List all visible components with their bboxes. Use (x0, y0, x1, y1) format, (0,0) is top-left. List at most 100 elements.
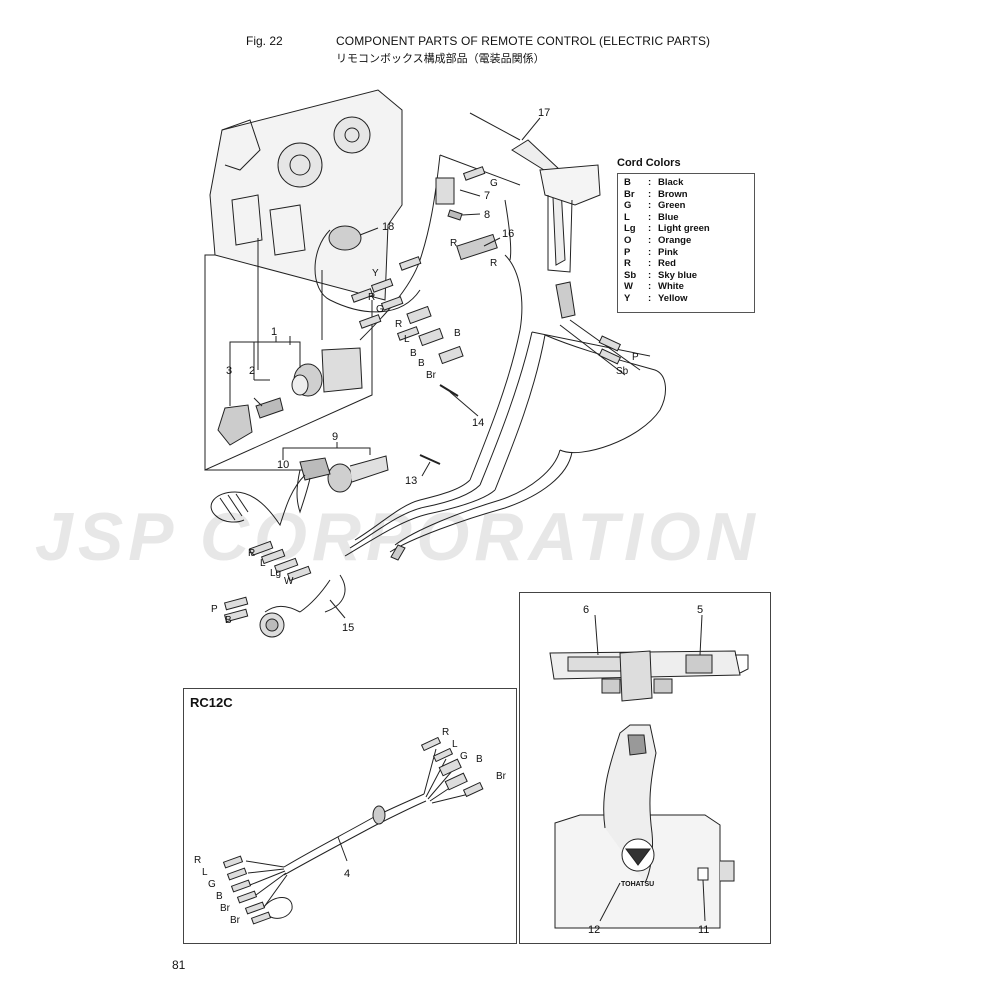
figure-title-japanese: リモコンボックス構成部品（電装品関係） (336, 52, 545, 65)
wire-code: R (490, 258, 497, 269)
callout-9: 9 (332, 431, 338, 443)
legend-color: Sky blue (658, 269, 698, 281)
legend-code: Lg (624, 223, 636, 235)
connector-plugs (223, 166, 621, 623)
wire-code: B (454, 328, 461, 339)
legend-color: Green (658, 200, 686, 212)
legend-row: W:White (624, 281, 684, 293)
wire-code: P (211, 604, 218, 615)
part-8-screw (447, 209, 463, 221)
wire-code: G (490, 178, 498, 189)
callout-7: 7 (484, 190, 490, 202)
rc12c-harness-drawing: 4 R L G B Br R L G B Br Br (194, 727, 507, 926)
legend-row: Y:Yellow (624, 292, 688, 304)
part-14-pin (439, 384, 459, 397)
wire-code: Y (372, 268, 379, 279)
legend-code: R (624, 258, 631, 270)
legend-code: L (624, 211, 630, 223)
legend-row: Sb:Sky blue (624, 269, 698, 281)
legend-row: B:Black (624, 177, 684, 188)
callout-5: 5 (697, 604, 703, 616)
legend-code: P (624, 246, 631, 258)
legend-code: Sb (624, 269, 637, 281)
wire-code: G (460, 751, 468, 762)
wire-code: Br (220, 903, 231, 914)
legend-code: B (624, 177, 631, 188)
wire-code: B (216, 891, 223, 902)
legend-code: O (624, 234, 632, 246)
wire-code: Br (426, 370, 437, 381)
legend-color: Red (658, 258, 676, 270)
page-number: 81 (172, 958, 186, 972)
legend-row: L:Blue (624, 211, 679, 223)
callout-17: 17 (538, 107, 550, 119)
callout-6: 6 (583, 604, 589, 616)
lanyard-cord (210, 469, 311, 527)
callout-15: 15 (342, 622, 354, 634)
callout-10: 10 (277, 459, 289, 471)
legend-color: White (658, 281, 684, 293)
callout-13: 13 (405, 475, 417, 487)
wire-code: W (284, 576, 294, 587)
rc12c-panel: RC12C 4 R L (183, 688, 517, 944)
legend-color: Yellow (658, 292, 688, 304)
watermark: JSP CORPORATION (35, 499, 760, 575)
remote-lever-drawing: TOHATSU 6 5 12 11 (549, 604, 749, 936)
cord-color-legend: Cord Colors B:Black Br:Brown G:Green L:B… (617, 157, 755, 313)
legend-row: P:Pink (624, 246, 679, 258)
legend-row: R:Red (624, 258, 676, 270)
part-13-pin (419, 454, 441, 465)
wire-code: B (418, 358, 425, 369)
wire-code: Sb (616, 366, 629, 377)
legend-title: Cord Colors (617, 157, 681, 169)
wire-code: R (194, 855, 201, 866)
rc12c-label: RC12C (190, 695, 233, 710)
part-7-switch (435, 177, 455, 205)
legend-row: Lg:Light green (624, 223, 710, 235)
wire-code: B (410, 348, 417, 359)
wire-code: G (376, 304, 384, 315)
wire-code: R (450, 238, 457, 249)
legend-row: O:Orange (624, 234, 692, 246)
legend-code: W (624, 281, 633, 293)
wire-code: P (632, 352, 639, 363)
wire-code: L (260, 558, 266, 569)
legend-color: Blue (658, 211, 679, 223)
legend-color: Brown (658, 188, 688, 200)
legend-color: Black (658, 177, 684, 188)
legend-row: G:Green (624, 200, 686, 212)
remote-lever-panel: TOHATSU 6 5 12 11 (519, 592, 771, 944)
wire-code: Br (496, 771, 507, 782)
wire-code: Br (230, 915, 241, 926)
neutral-switch-lever (511, 139, 601, 319)
legend-code: Y (624, 292, 631, 304)
callout-4: 4 (344, 868, 350, 880)
legend-row: Br:Brown (624, 188, 688, 200)
wire-code: Lg (270, 568, 281, 579)
callout-12: 12 (588, 924, 600, 936)
callout-16: 16 (502, 228, 514, 240)
part-16-connector (456, 233, 498, 261)
wire-code: B (225, 615, 232, 626)
brand-label: TOHATSU (621, 881, 654, 888)
figure-number: Fig. 22 (246, 34, 283, 48)
wire-code: G (208, 879, 216, 890)
wire-code: R (442, 727, 449, 738)
stop-switch (299, 455, 389, 493)
legend-code: Br (624, 188, 635, 200)
key-switch (217, 347, 363, 446)
callout-18: 18 (382, 221, 394, 233)
legend-color: Orange (658, 234, 692, 246)
legend-color: Pink (658, 246, 679, 258)
callout-1: 1 (271, 326, 277, 338)
wire-code: L (202, 867, 208, 878)
wire-code: L (452, 739, 458, 750)
part-18-buzzer (328, 225, 362, 251)
legend-code: G (624, 200, 632, 212)
callout-3: 3 (226, 365, 232, 377)
callout-2: 2 (249, 365, 255, 377)
wire-code: R (248, 548, 255, 559)
legend-color: Light green (658, 223, 710, 235)
figure-title: COMPONENT PARTS OF REMOTE CONTROL (ELECT… (336, 34, 711, 48)
